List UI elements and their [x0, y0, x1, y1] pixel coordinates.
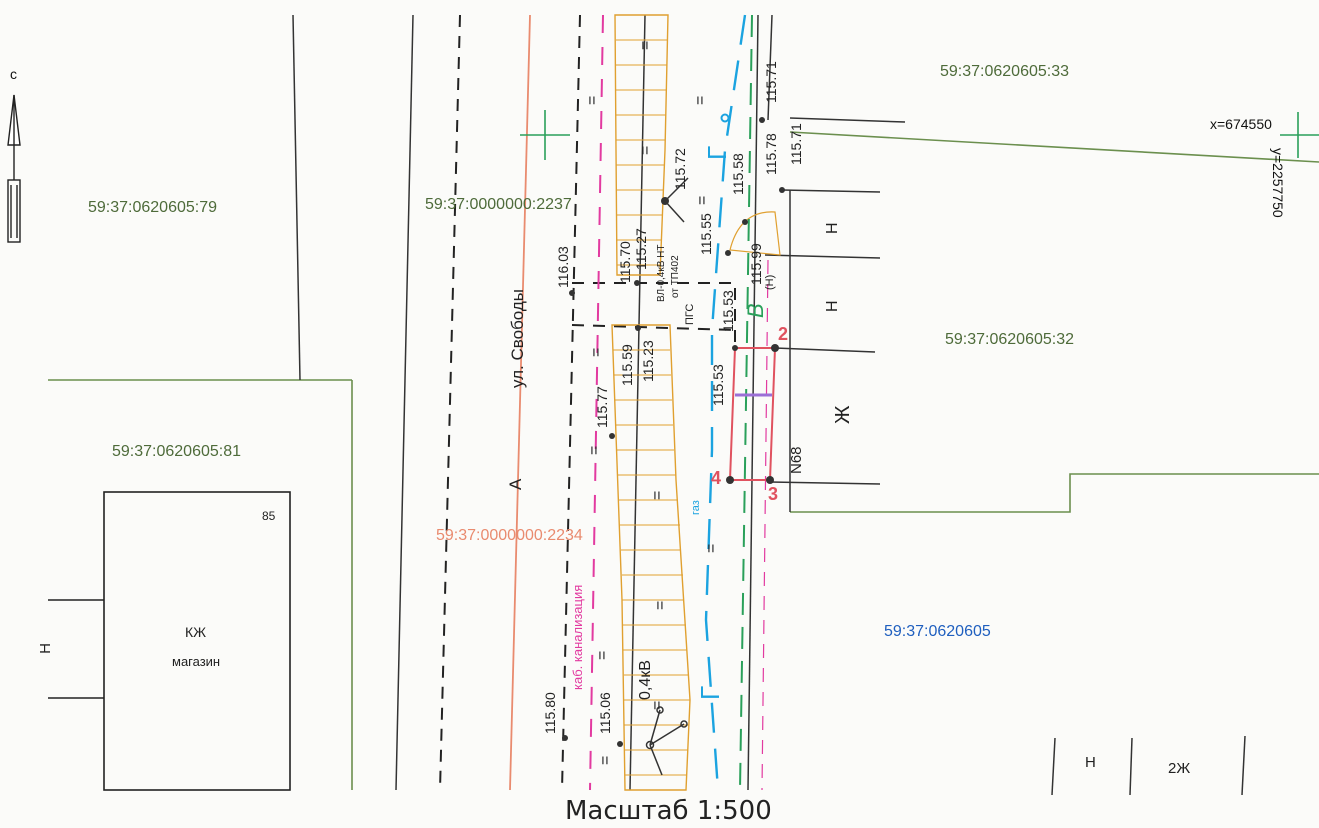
street-name: ул. Свободы	[508, 288, 527, 388]
elevation-label: 115.53	[710, 364, 726, 406]
elevation-label: 115.70	[617, 241, 633, 283]
contour-point-3: 3	[768, 484, 779, 504]
left-edge-label: Н	[36, 643, 54, 654]
svg-text:=: =	[652, 601, 669, 610]
bottom-material-label: Н	[1085, 754, 1096, 771]
elevation-label: 115.27	[633, 228, 649, 270]
voltage-label: 0,4кВ	[637, 660, 654, 700]
house-type-label: Ж	[832, 405, 854, 424]
coord-y: y=2257750	[1270, 148, 1286, 218]
gas-label: газ	[690, 500, 702, 515]
svg-text:=: =	[637, 41, 654, 50]
sewer-line	[589, 14, 604, 791]
parcel-boundaries	[48, 131, 1319, 790]
street-marker: А	[506, 478, 525, 490]
parcel-label-2234: 59:37:0000000:2234	[436, 527, 583, 544]
elevation-label: 115.72	[672, 148, 688, 190]
svg-text:=: =	[694, 196, 711, 205]
elevation-label: 115.99	[748, 243, 764, 285]
contour-point-2: 2	[778, 324, 789, 344]
house-material-label: Н	[824, 222, 841, 234]
sewer-label: каб. канализация	[570, 584, 585, 690]
svg-text:=: =	[588, 348, 605, 357]
house-material-label: Н	[824, 300, 841, 312]
block-label: 59:37:0620605	[884, 623, 991, 640]
elevation-label: 115.77	[594, 386, 610, 428]
fence-marks: = = = = = = = = = = = = =	[584, 41, 720, 765]
road-hatch	[611, 14, 781, 791]
svg-text:=: =	[703, 544, 720, 553]
svg-text:=: =	[637, 146, 654, 155]
green-utility-line	[739, 14, 753, 791]
contour-point-4: 4	[711, 468, 722, 488]
house-number: N68	[788, 446, 805, 474]
svg-text:=: =	[597, 756, 614, 765]
elevation-label: 115.71	[788, 123, 804, 165]
elevation-label: 115.55	[698, 213, 714, 255]
parcel-label-2237: 59:37:0000000:2237	[425, 196, 572, 213]
elevation-label: 115.71	[763, 61, 779, 103]
pgs-label: ПГС	[684, 303, 696, 325]
house-annex-label: (Н)	[764, 274, 776, 290]
survey-contour	[726, 344, 779, 484]
water-marker: В	[743, 303, 768, 318]
parcel-label-32: 59:37:0620605:32	[945, 331, 1075, 348]
elevation-label: 115.23	[640, 340, 656, 382]
parcel-label-79: 59:37:0620605:79	[88, 199, 218, 216]
building-number: 85	[262, 509, 276, 523]
elevation-label: 115.78	[763, 133, 779, 175]
parcel-label-33: 59:37:0620605:33	[940, 63, 1070, 80]
parcel-label-81: 59:37:0620605:81	[112, 443, 242, 460]
svg-text:=: =	[594, 651, 611, 660]
elevation-label: 115.59	[619, 344, 635, 386]
building-type: КЖ	[185, 624, 207, 640]
power-line-label: ВЛ-0,4кВ НТ	[656, 244, 667, 302]
dashed-boundaries	[439, 14, 736, 791]
north-label: с	[10, 66, 17, 82]
svg-text:=: =	[649, 701, 666, 710]
svg-text:=: =	[649, 491, 666, 500]
coord-x: x=674550	[1210, 116, 1272, 132]
power-poles	[645, 177, 689, 776]
gas-marker: Г	[695, 685, 725, 700]
pink-thin-line	[761, 259, 769, 791]
power-source-label: от ТП402	[670, 255, 681, 298]
black-lines	[292, 14, 1246, 796]
grid-crosses	[520, 110, 1319, 160]
elevation-label: 115.06	[597, 692, 613, 734]
gas-line	[704, 14, 747, 791]
building-name: магазин	[172, 654, 221, 669]
elevation-label: 115.80	[542, 692, 558, 734]
building-outline	[48, 491, 291, 791]
svg-text:=: =	[584, 96, 601, 105]
elevation-label: 115.53	[720, 290, 736, 332]
street-axis-line	[509, 14, 531, 791]
scale-label: Масштаб 1:500	[565, 796, 772, 826]
north-arrow-icon	[7, 94, 21, 243]
elevation-label: 116.03	[555, 246, 571, 288]
svg-text:=: =	[586, 446, 603, 455]
bottom-type-label: 2Ж	[1168, 760, 1191, 777]
svg-text:=: =	[692, 96, 709, 105]
gas-marker: Г	[702, 145, 732, 160]
